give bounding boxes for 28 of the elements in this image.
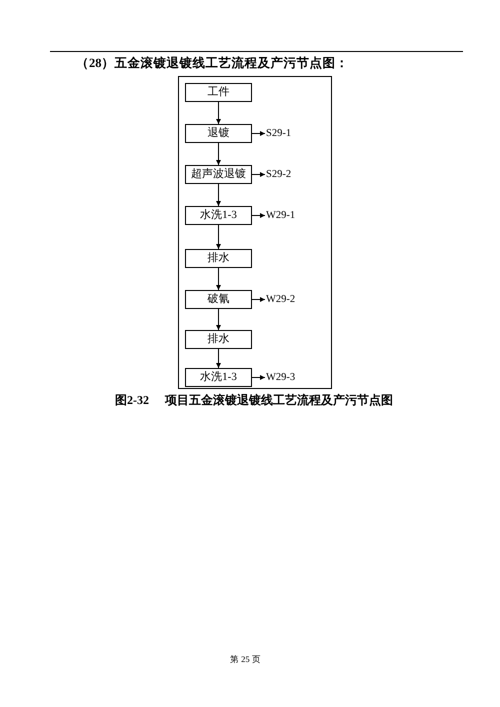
process-box: 排水 (185, 330, 252, 349)
page-number: 第 25 页 (230, 654, 261, 666)
process-box: 工件 (185, 83, 252, 102)
arrow (216, 348, 221, 368)
output-label: S29-1 (265, 127, 292, 140)
process-box: 排水 (185, 249, 252, 268)
arrow (216, 142, 221, 166)
arrow (252, 213, 266, 218)
arrow (216, 224, 221, 250)
heading: （28）五金滚镀退镀线工艺流程及产污节点图： (76, 55, 348, 72)
process-box: 超声波退镀 (185, 165, 252, 184)
arrow (252, 297, 266, 302)
output-label: W29-3 (265, 371, 296, 384)
arrow (216, 184, 221, 206)
arrow (216, 268, 221, 290)
process-box: 退镀 (185, 124, 252, 143)
process-box: 水洗1-3 (185, 206, 252, 225)
arrow (252, 131, 266, 136)
output-label: S29-2 (265, 168, 292, 181)
arrow (252, 375, 266, 380)
process-box: 破氰 (185, 290, 252, 309)
output-label: W29-2 (265, 293, 296, 306)
arrow (252, 172, 266, 177)
arrow (216, 308, 221, 330)
process-box: 水洗1-3 (185, 368, 252, 387)
figure-caption: 图2-32 项目五金滚镀退镀线工艺流程及产污节点图 (115, 392, 394, 409)
arrow (216, 102, 221, 124)
output-label: W29-1 (265, 209, 296, 222)
